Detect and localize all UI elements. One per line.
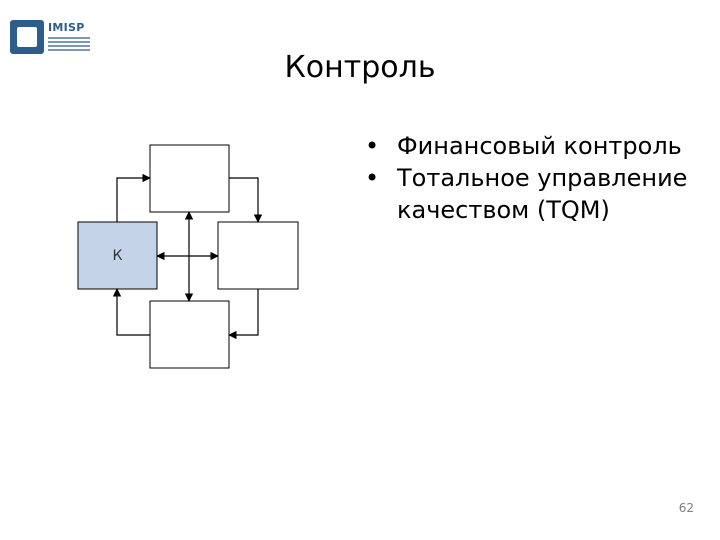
slide-title: Контроль — [284, 50, 436, 85]
top-box — [149, 144, 230, 213]
arrow-right-to-bottom — [228, 289, 259, 340]
logo-text: IMISP — [48, 21, 85, 34]
bullet-tqm: Тотальное управление качеством (TQM) — [360, 162, 690, 226]
k-box — [77, 221, 158, 290]
arrow-top-to-right — [229, 177, 263, 223]
page-number: 62 — [678, 501, 694, 515]
right-box — [217, 221, 299, 290]
imisp-logo-icon — [10, 20, 44, 54]
logo-subtitle-lines — [48, 37, 90, 53]
imisp-logo: IMISP — [10, 20, 90, 54]
arrow-k-to-top — [116, 173, 151, 222]
bottom-box — [149, 300, 230, 369]
k-box-label: К — [112, 247, 123, 264]
bullet-financial-control: Финансовый контроль — [360, 130, 690, 162]
arrow-bottom-to-k — [112, 288, 150, 336]
bullet-list: Финансовый контроль Тотальное управление… — [360, 130, 690, 226]
